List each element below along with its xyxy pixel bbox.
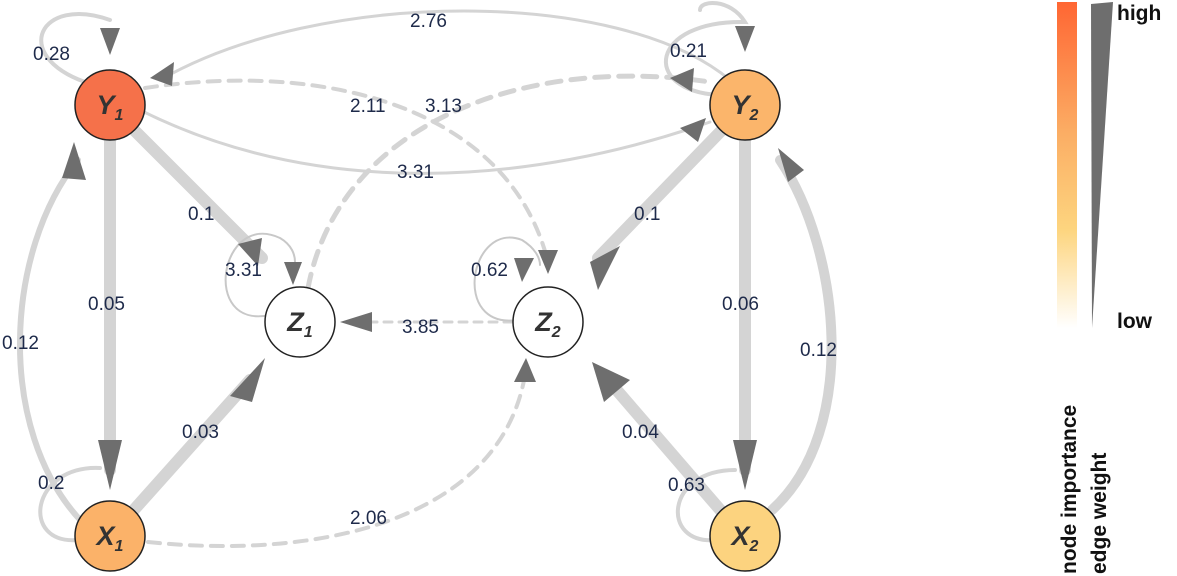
node-y1-letter: Y bbox=[97, 90, 118, 120]
arrowhead-y2-self bbox=[735, 26, 755, 52]
arrowhead-y1-from-y2 bbox=[150, 62, 174, 86]
arrowhead-z1-from-y1 bbox=[238, 238, 262, 266]
legend-importance-color-bar bbox=[1057, 2, 1077, 328]
legend-edge-weight-wedge bbox=[1091, 2, 1113, 328]
node-z1[interactable]: Z1 bbox=[264, 286, 336, 358]
edge-label-y2-to-z2: 2.11 bbox=[350, 96, 386, 117]
edge-label-x2-self: 0.63 bbox=[668, 475, 705, 496]
node-y2-letter: Y bbox=[732, 90, 753, 120]
edge-x2-to-y2 bbox=[767, 155, 837, 515]
edge-label-x1-to-z1: 0.03 bbox=[182, 422, 219, 443]
arrowhead-z2-from-x1 bbox=[514, 358, 536, 382]
legend-low-label: low bbox=[1117, 310, 1153, 333]
svg-text:Y1: Y1 bbox=[97, 90, 124, 124]
self-loop-x2 bbox=[675, 468, 737, 543]
svg-text:X2: X2 bbox=[730, 521, 759, 555]
edge-y1-to-z1 bbox=[126, 122, 268, 264]
edges bbox=[17, 0, 837, 548]
node-z2-subscript: 2 bbox=[551, 324, 561, 341]
arrowhead-y2-from-x2 bbox=[778, 148, 804, 182]
edge-label-x2-to-y2: 0.12 bbox=[800, 340, 837, 361]
edge-label-z2-self: 0.62 bbox=[471, 260, 508, 281]
node-x1-circle bbox=[74, 500, 146, 572]
arrowhead-y1-self bbox=[100, 28, 120, 55]
self-loop-z2 bbox=[473, 236, 541, 322]
edge-labels: 0.28 2.76 0.21 2.11 3.13 3.31 0.1 0.1 3.… bbox=[2, 11, 837, 529]
node-y1-circle bbox=[74, 69, 146, 141]
arrowhead-x1-from-y1 bbox=[98, 440, 122, 490]
node-y1-subscript: 1 bbox=[115, 107, 124, 124]
svg-text:Z1: Z1 bbox=[286, 307, 313, 341]
node-x1-subscript: 1 bbox=[115, 538, 124, 555]
legend: high low node importance edge weight bbox=[1057, 2, 1161, 574]
edge-label-y2-self: 0.21 bbox=[670, 41, 707, 62]
edge-label-y1-to-z1: 0.1 bbox=[188, 204, 214, 225]
node-x2-subscript: 2 bbox=[749, 538, 759, 555]
nodes: Y1 Y2 Z1 Z2 X1 X2 bbox=[74, 69, 781, 572]
legend-high-label: high bbox=[1117, 2, 1161, 25]
legend-node-importance-label: node importance bbox=[1058, 405, 1081, 574]
self-loop-y1 bbox=[39, 12, 112, 84]
edge-label-z1-to-y2: 3.13 bbox=[425, 96, 462, 117]
arrowheads bbox=[62, 26, 804, 490]
node-z2[interactable]: Z2 bbox=[512, 286, 584, 358]
edge-label-y1-self: 0.28 bbox=[33, 44, 70, 65]
legend-edge-weight-label: edge weight bbox=[1088, 453, 1111, 574]
node-x2-letter: X bbox=[730, 521, 752, 551]
arrowhead-z2-from-x2 bbox=[592, 362, 630, 402]
edge-x1-to-z1 bbox=[126, 374, 256, 518]
edge-label-x2-to-z2: 0.04 bbox=[622, 422, 659, 443]
arrowhead-z1-self bbox=[284, 262, 302, 285]
node-y1[interactable]: Y1 bbox=[74, 69, 146, 141]
arrowhead-z2-from-y2 bbox=[590, 246, 620, 290]
node-x1-letter: X bbox=[95, 521, 117, 551]
node-z2-letter: Z bbox=[534, 307, 553, 337]
arrowhead-x2-from-y2 bbox=[733, 440, 757, 490]
node-x1[interactable]: X1 bbox=[74, 500, 146, 572]
edge-z1-to-y2-dashed bbox=[305, 73, 713, 291]
node-z1-subscript: 1 bbox=[304, 324, 313, 341]
edge-y2-to-z2-dashed bbox=[143, 78, 550, 264]
arrowhead-y2-from-y1 bbox=[680, 118, 706, 142]
edge-label-z2-to-z1: 3.85 bbox=[402, 317, 439, 338]
edge-x1-to-y1 bbox=[17, 157, 85, 525]
node-y2-circle bbox=[709, 69, 781, 141]
node-z1-circle bbox=[264, 286, 336, 358]
arrowhead-y2-from-z1 bbox=[670, 68, 694, 92]
node-z1-letter: Z bbox=[286, 307, 305, 337]
edge-label-y1-to-y2: 3.31 bbox=[397, 162, 434, 183]
edge-x1-to-z2-dashed bbox=[146, 373, 527, 548]
svg-text:Z2: Z2 bbox=[534, 307, 561, 341]
edge-label-x1-to-y1: 0.12 bbox=[2, 333, 39, 354]
edge-label-y1-to-x1: 0.05 bbox=[88, 294, 125, 315]
edge-label-y2-to-y1: 2.76 bbox=[410, 11, 447, 32]
self-loop-z1 bbox=[224, 232, 296, 318]
arrowhead-z2-self bbox=[514, 258, 534, 282]
edge-label-x1-self: 0.2 bbox=[38, 473, 64, 494]
node-x2[interactable]: X2 bbox=[709, 500, 781, 572]
edge-x2-to-z2 bbox=[602, 374, 728, 518]
arrowhead-y1-from-x1 bbox=[62, 142, 86, 180]
svg-text:Y2: Y2 bbox=[732, 90, 759, 124]
node-z2-circle bbox=[512, 286, 584, 358]
node-y2[interactable]: Y2 bbox=[709, 69, 781, 141]
node-x2-circle bbox=[709, 500, 781, 572]
edge-label-x1-to-z2: 2.06 bbox=[350, 508, 387, 529]
edge-y2-to-z2 bbox=[592, 124, 728, 264]
arrowhead-z1-from-z2 bbox=[340, 312, 372, 332]
edge-label-y2-to-z2: 0.1 bbox=[634, 204, 660, 225]
arrowhead-z2-from-y1 bbox=[538, 250, 558, 274]
arrowhead-z1-from-x1 bbox=[230, 358, 265, 402]
edge-label-y2-to-x2: 0.06 bbox=[722, 294, 759, 315]
edge-y1-to-y2 bbox=[138, 108, 712, 175]
svg-text:X1: X1 bbox=[95, 521, 124, 555]
edge-label-z1-self: 3.31 bbox=[225, 260, 262, 281]
self-loop-x1 bbox=[38, 465, 102, 543]
node-y2-subscript: 2 bbox=[749, 107, 759, 124]
